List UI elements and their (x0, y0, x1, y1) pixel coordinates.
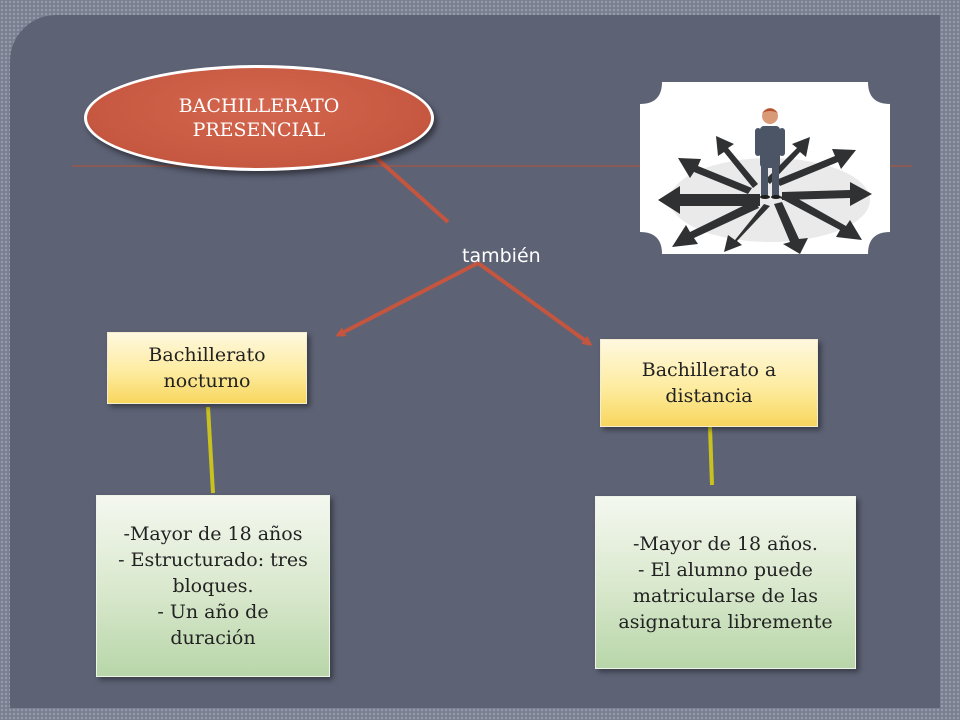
connectors (206, 143, 714, 494)
distancia-to-details-line (708, 426, 714, 486)
root-node-label: BACHILLERATO PRESENCIAL (178, 95, 340, 141)
details-distancia-text: -Mayor de 18 años. - El alumno puede mat… (618, 532, 833, 633)
node-bachillerato-nocturno: Bachillerato nocturno (107, 332, 307, 404)
divider-line (72, 165, 912, 167)
crossroads-person-arrows-icon (640, 82, 890, 254)
connector-label: también (462, 245, 541, 267)
node-nocturno-label: Bachillerato nocturno (148, 344, 266, 392)
root-to-label-connector (360, 143, 450, 224)
arrow-to-nocturno (335, 261, 479, 337)
node-distancia-label: Bachillerato a distancia (641, 359, 777, 407)
details-distancia: -Mayor de 18 años. - El alumno puede mat… (595, 496, 856, 669)
arrow-to-distancia (476, 261, 593, 346)
root-node-bachillerato-presencial: BACHILLERATO PRESENCIAL (84, 65, 434, 171)
details-nocturno: -Mayor de 18 años - Estructurado: tres b… (96, 495, 330, 677)
node-bachillerato-distancia: Bachillerato a distancia (600, 339, 818, 427)
details-nocturno-text: -Mayor de 18 años - Estructurado: tres b… (118, 523, 308, 649)
nocturno-to-details-line (206, 406, 215, 494)
slide: BACHILLERATO PRESENCIAL también Bachille… (10, 15, 940, 708)
